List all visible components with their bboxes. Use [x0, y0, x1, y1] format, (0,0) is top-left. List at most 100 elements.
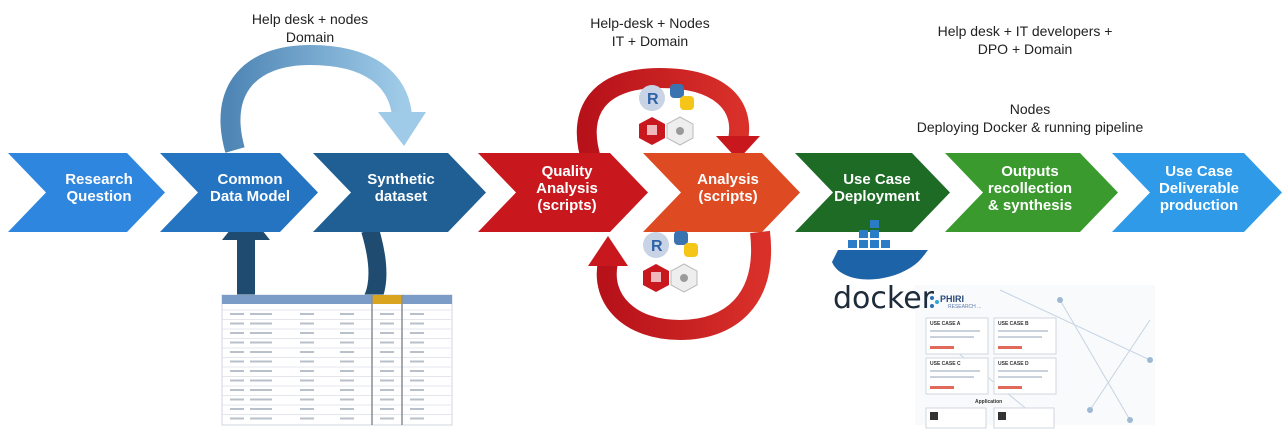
sheet-cell [230, 398, 244, 401]
sheet-cell [340, 370, 354, 372]
sheet-cell [380, 398, 394, 401]
sheet-cell [380, 360, 394, 363]
sheet-cell [300, 389, 314, 391]
sheet-cell [300, 408, 314, 410]
chevron-use-case-deployment [795, 153, 950, 232]
data-model-spreadsheet-thumbnail [221, 294, 453, 426]
sheet-cell [230, 360, 244, 363]
phiri-dashboard-thumbnail [915, 285, 1155, 429]
sheet-cell [410, 332, 424, 334]
step-line: recollection [987, 180, 1073, 197]
step-line: & synthesis [987, 197, 1073, 214]
knitr-logo-icon [670, 263, 698, 293]
sheet-cell [340, 389, 354, 391]
sheet-cell [230, 408, 244, 410]
step-line: Synthetic [367, 171, 435, 188]
sheet-cell [250, 322, 272, 325]
label-help-desk-nodes: Help desk + nodes Domain [250, 10, 370, 46]
chevron-outputs-recollection [945, 153, 1118, 232]
sheet-cell [230, 322, 244, 325]
svg-text:R: R [647, 91, 659, 108]
step-line: Outputs [1001, 163, 1059, 180]
sheet-cell [300, 313, 314, 315]
chevron-analysis [643, 153, 800, 232]
chevron-research-question [8, 153, 165, 232]
label-line: DPO + Domain [977, 41, 1073, 57]
step-common-data-model: Common Data Model [195, 171, 305, 205]
sheet-cell [250, 379, 272, 382]
rmarkdown-logo-icon [639, 117, 665, 145]
rmarkdown-logo-icon [643, 264, 669, 292]
sheet-cell [410, 351, 424, 353]
sheet-cell [380, 379, 394, 382]
python-logo-icon [670, 84, 694, 110]
sheet-cell [230, 379, 244, 382]
step-line: Analysis [536, 180, 598, 197]
sheet-cell [250, 341, 272, 344]
sheet-cell [380, 417, 394, 420]
sheet-cell [410, 389, 424, 391]
sheet-cell [340, 332, 354, 334]
label-nodes-docker: Nodes Deploying Docker & running pipelin… [900, 100, 1160, 136]
label-line: Nodes [1009, 101, 1051, 117]
use-case-d-title: USE CASE D [998, 361, 1029, 367]
red-lower-cycle-arrow [588, 230, 772, 341]
sheet-cell [340, 360, 354, 363]
sheet-cell [300, 370, 314, 372]
sheet-cell [410, 341, 424, 344]
sheet-cell [300, 332, 314, 334]
sheet-cell [250, 417, 272, 420]
step-analysis: Analysis (scripts) [673, 171, 783, 205]
sheet-cell [250, 370, 272, 372]
sheet-cell [300, 398, 314, 401]
sheet-cell [250, 360, 272, 363]
sheet-cell [250, 389, 272, 391]
sheet-cell [300, 379, 314, 382]
phiri-name: PHIRI [940, 294, 965, 304]
sheet-cell [300, 417, 314, 420]
chevron-common-data-model [160, 153, 318, 232]
step-line: Use Case [1165, 163, 1233, 180]
step-quality-analysis: Quality Analysis (scripts) [512, 163, 622, 214]
step-line: Common [217, 171, 283, 188]
sheet-cell [250, 408, 272, 410]
phiri-logo-icon [930, 296, 939, 308]
label-line: Help desk + nodes [251, 11, 369, 27]
sheet-cell [250, 313, 272, 315]
step-line: (scripts) [537, 197, 597, 214]
sheet-cell [380, 322, 394, 325]
python-logo-icon [674, 231, 698, 257]
knitr-logo-icon [666, 116, 694, 146]
chevron-synthetic-dataset [313, 153, 486, 232]
sheet-cell [410, 408, 424, 410]
sheet-cell [340, 379, 354, 382]
sheet-cell [340, 313, 354, 315]
label-line: Deploying Docker & running pipeline [916, 119, 1144, 135]
sheet-cell [410, 398, 424, 401]
red-upper-cycle-arrow [576, 67, 760, 166]
sheet-cell [410, 417, 424, 420]
sheet-cell [230, 313, 244, 315]
sheet-cell [300, 360, 314, 363]
sheet-cell [300, 322, 314, 325]
step-outputs-recollection: Outputs recollection & synthesis [970, 163, 1090, 214]
phiri-subtitle: RESEARCH ... [948, 304, 982, 310]
sheet-cell [230, 351, 244, 353]
sheet-cell [410, 370, 424, 372]
step-line: Research [65, 171, 133, 188]
use-case-b-title: USE CASE B [998, 321, 1029, 327]
application-label: Application [975, 399, 1003, 405]
sheet-cell [380, 408, 394, 410]
step-synthetic-dataset: Synthetic dataset [346, 171, 456, 205]
sheet-cell [380, 389, 394, 391]
chevron-quality-analysis [478, 153, 648, 232]
sheet-cell [410, 322, 424, 325]
sheet-cell [250, 398, 272, 401]
label-line: IT + Domain [611, 33, 689, 49]
svg-text:R: R [651, 238, 663, 255]
sheet-cell [380, 332, 394, 334]
sheet-cell [340, 408, 354, 410]
r-logo-icon: R [643, 232, 669, 258]
sheet-cell [230, 389, 244, 391]
chevron-use-case-deliverable [1112, 153, 1282, 232]
